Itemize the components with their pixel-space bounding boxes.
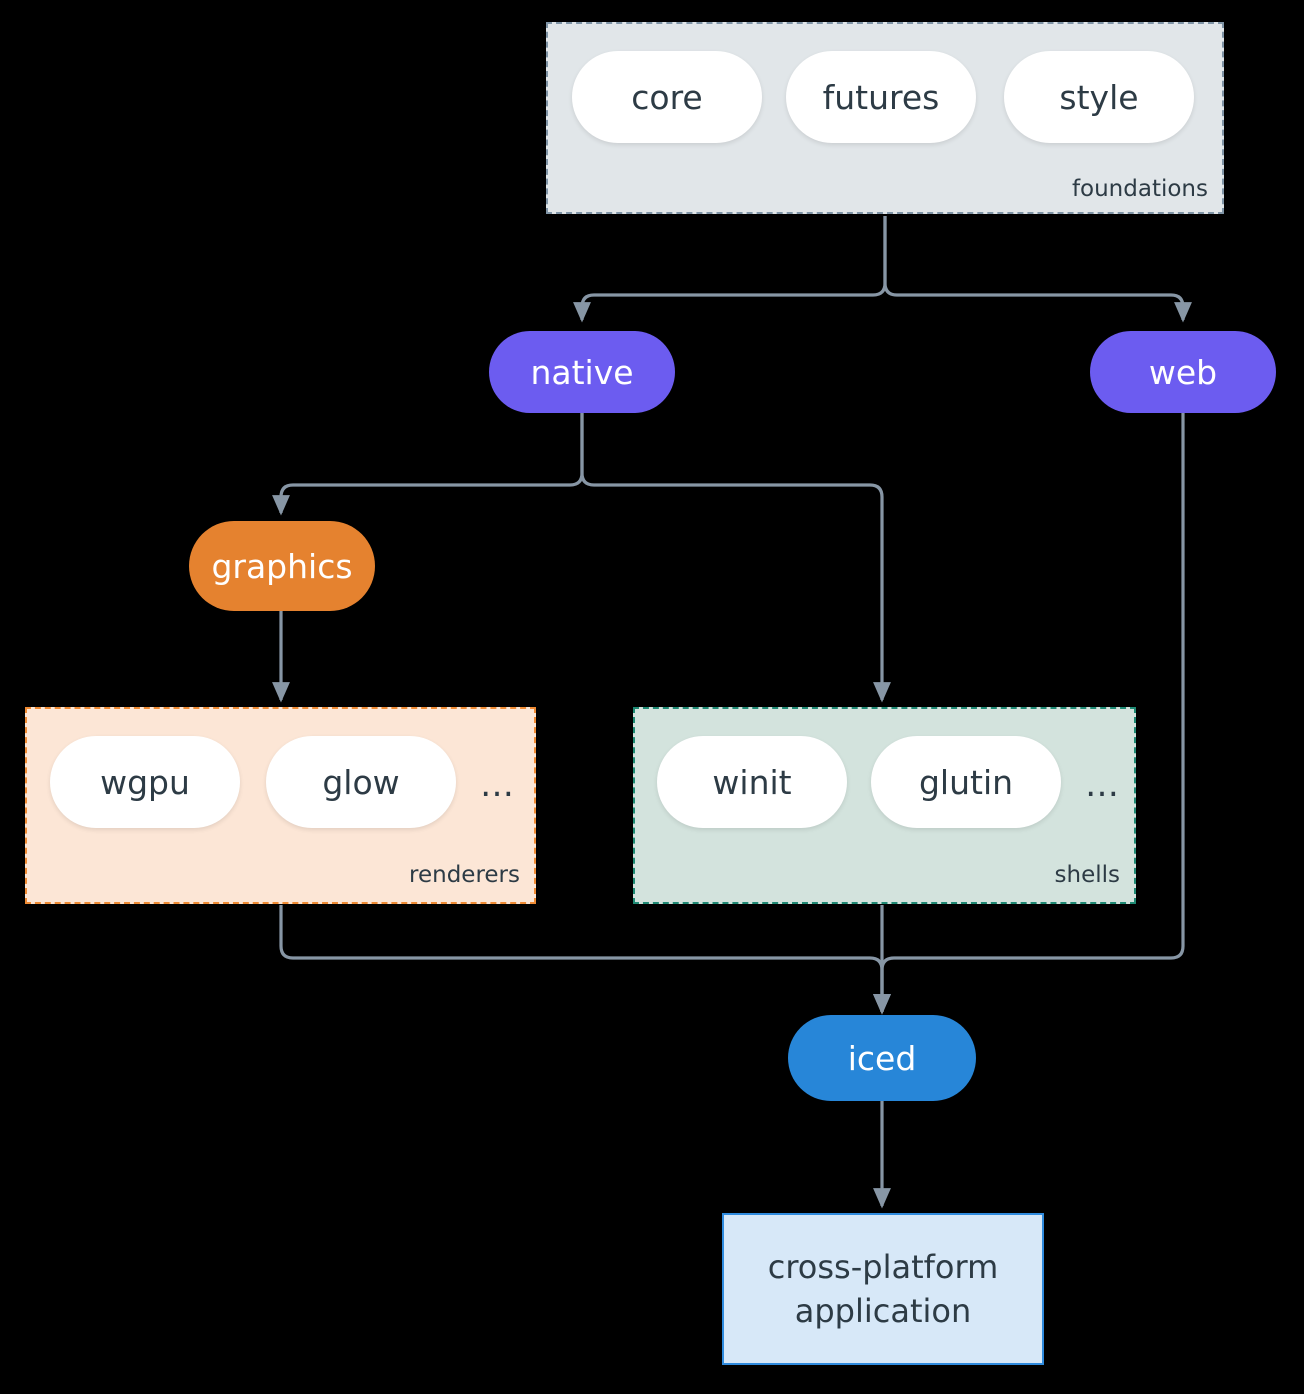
node-winit[interactable]: winit bbox=[657, 736, 847, 828]
node-glutin[interactable]: glutin bbox=[871, 736, 1061, 828]
edge-renderers-iced bbox=[279, 905, 891, 1015]
node-wgpu[interactable]: wgpu bbox=[50, 736, 240, 828]
node-cross-platform-application[interactable]: cross-platform application bbox=[722, 1213, 1044, 1365]
node-shells-more: … bbox=[1085, 765, 1120, 805]
node-glutin-label: glutin bbox=[918, 762, 1014, 802]
node-style[interactable]: style bbox=[1004, 51, 1194, 143]
node-web[interactable]: web bbox=[1090, 331, 1276, 413]
edge-foundations-native bbox=[573, 216, 887, 323]
edge-foundations-web bbox=[883, 216, 1192, 323]
cluster-label-renderers: renderers bbox=[409, 862, 520, 888]
node-iced[interactable]: iced bbox=[788, 1015, 976, 1101]
node-wgpu-label: wgpu bbox=[100, 762, 190, 802]
cluster-label-foundations: foundations bbox=[1071, 176, 1208, 202]
node-glow-label: glow bbox=[322, 762, 400, 802]
node-renderers-more: … bbox=[480, 765, 515, 805]
node-glow[interactable]: glow bbox=[266, 736, 456, 828]
node-style-label: style bbox=[1059, 77, 1139, 117]
edge-native-shells bbox=[580, 412, 891, 703]
node-graphics[interactable]: graphics bbox=[189, 521, 375, 611]
node-futures[interactable]: futures bbox=[786, 51, 976, 143]
edge-native-graphics bbox=[272, 412, 584, 516]
cluster-label-shells: shells bbox=[1054, 862, 1120, 888]
node-application-label-line2: application bbox=[794, 1292, 972, 1330]
node-native-label: native bbox=[530, 352, 634, 392]
node-futures-label: futures bbox=[822, 77, 940, 117]
node-iced-label: iced bbox=[847, 1038, 917, 1078]
node-web-label: web bbox=[1148, 352, 1218, 392]
node-native[interactable]: native bbox=[489, 331, 675, 413]
node-winit-label: winit bbox=[712, 762, 792, 802]
node-core-label: core bbox=[631, 77, 703, 117]
node-application-label-line1: cross-platform bbox=[767, 1247, 999, 1286]
node-core[interactable]: core bbox=[572, 51, 762, 143]
node-graphics-label: graphics bbox=[211, 546, 353, 586]
